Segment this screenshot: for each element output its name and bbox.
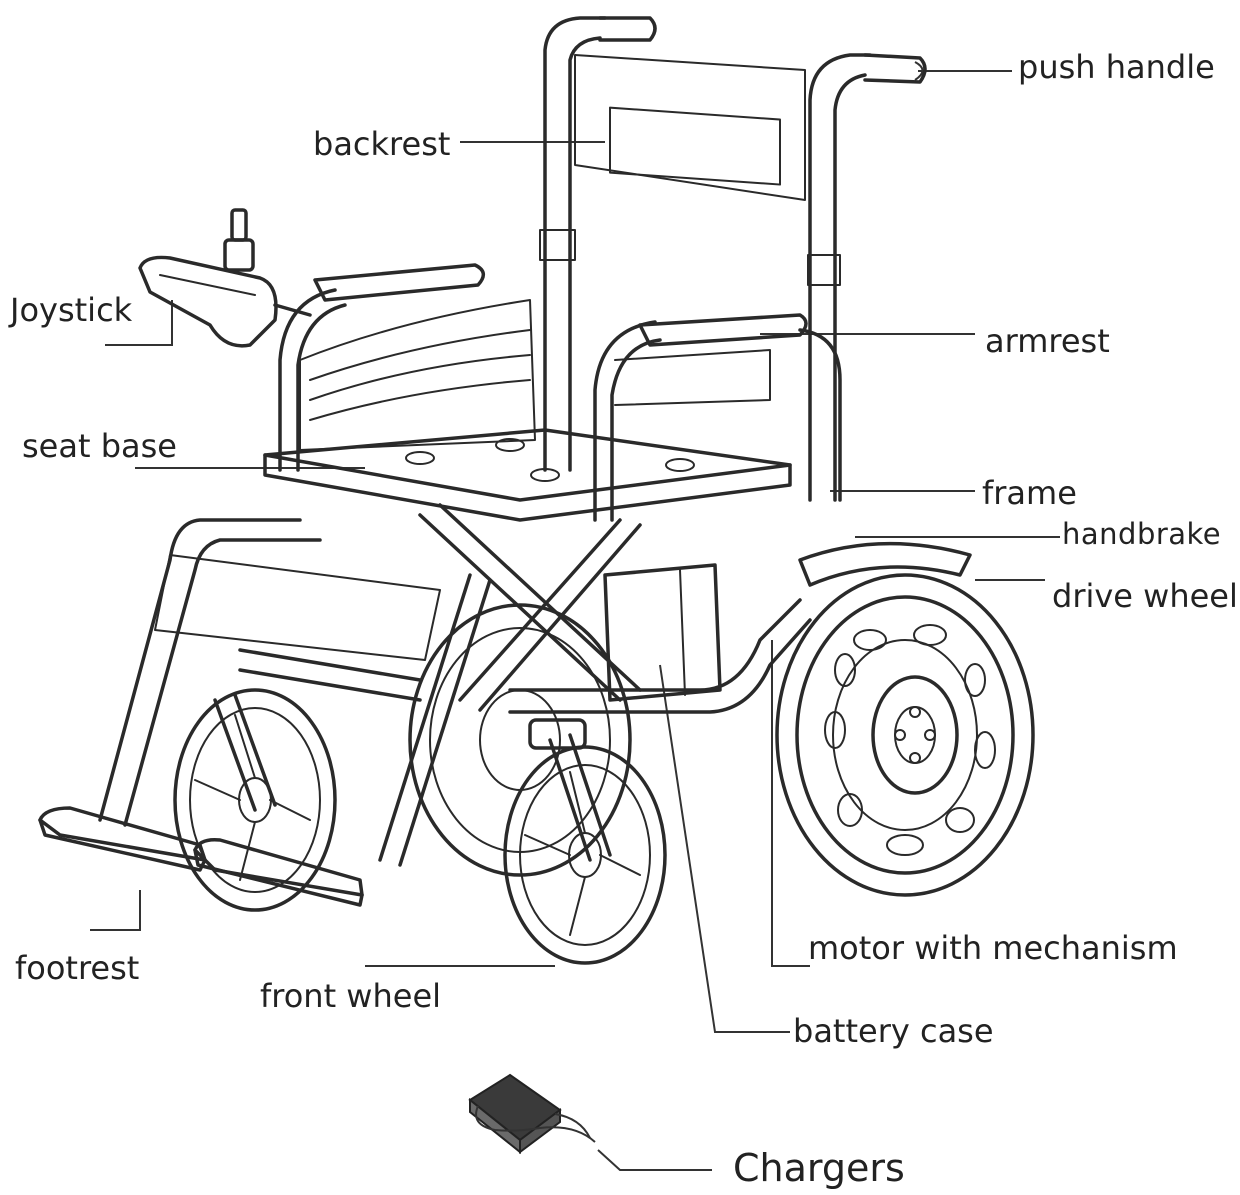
label-frame: frame xyxy=(982,474,1077,512)
leader-footrest xyxy=(90,890,141,931)
front-wheel-right xyxy=(503,718,667,965)
armrest-right xyxy=(593,313,842,522)
leader-motor xyxy=(771,640,810,967)
footrest xyxy=(38,806,364,907)
leader-chargers xyxy=(597,1149,712,1171)
charger-icon xyxy=(468,1073,596,1155)
seat-base xyxy=(263,428,792,522)
drive-wheel-right xyxy=(775,573,1035,897)
label-armrest: armrest xyxy=(985,322,1110,360)
drive-wheel-rear-left xyxy=(408,603,632,877)
leader-push-handle xyxy=(914,61,1012,81)
calf-strap xyxy=(154,554,441,661)
label-footrest: footrest xyxy=(15,949,140,987)
label-drive-wheel: drive wheel xyxy=(1052,577,1238,615)
label-push-handle: push handle xyxy=(1018,48,1215,86)
joystick xyxy=(138,208,312,348)
leader-lines xyxy=(90,61,1060,1171)
label-front-wheel: front wheel xyxy=(260,977,442,1015)
fender xyxy=(798,541,972,587)
label-backrest: backrest xyxy=(313,125,451,163)
label-chargers: Chargers xyxy=(733,1146,905,1190)
label-seat-base: seat base xyxy=(22,427,177,465)
backrest-frame xyxy=(539,16,927,502)
label-handbrake: handbrake xyxy=(1062,517,1222,551)
leader-battery xyxy=(659,664,790,1033)
frame xyxy=(98,503,812,867)
armrest-left xyxy=(278,263,536,472)
label-battery-case: battery case xyxy=(793,1012,994,1050)
label-joystick: Joystick xyxy=(10,291,133,329)
leader-joystick xyxy=(105,300,173,346)
front-wheel-left xyxy=(173,688,337,912)
label-motor-with-mechanism: motor with mechanism xyxy=(808,929,1178,967)
battery-case xyxy=(603,563,722,702)
